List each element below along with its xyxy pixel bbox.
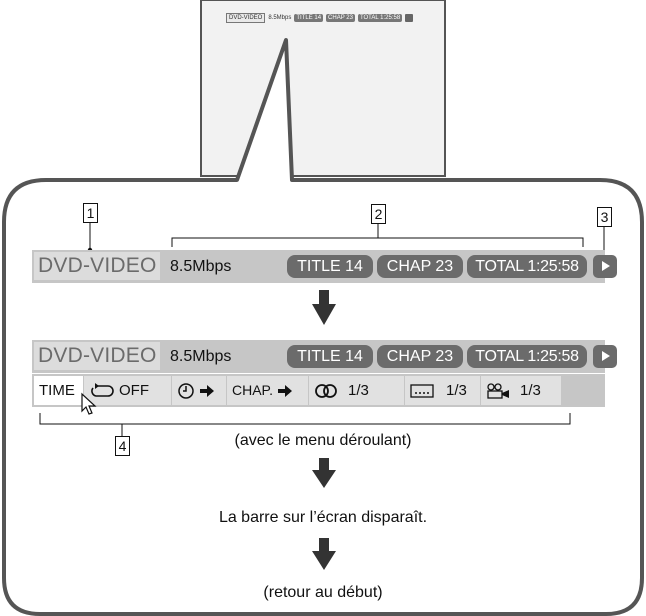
callout-3: 3 [597, 207, 612, 227]
play-icon [593, 255, 617, 278]
play-icon [593, 345, 617, 368]
clock-icon [178, 382, 194, 399]
bracket-4 [39, 413, 571, 425]
caption-bar-disappears: La barre sur l’écran disparaît. [218, 509, 428, 526]
mini-chap: CHAP 23 [326, 13, 355, 22]
caption-with-menu: (avec le menu déroulant) [234, 432, 412, 449]
callout-4: 4 [115, 436, 130, 456]
callout-frame [2, 38, 644, 616]
down-arrow-icon [312, 290, 336, 325]
chapter-badge: CHAP 23 [377, 255, 463, 278]
angle-value: 1/3 [520, 382, 541, 399]
title-badge: TITLE 14 [287, 255, 373, 278]
tv-screen [200, 0, 446, 177]
mini-dvd: DVD-VIDEO [226, 12, 266, 23]
total-time-badge: TOTAL 1:25:58 [467, 345, 587, 368]
chapter-badge: CHAP 23 [377, 345, 463, 368]
chapter-search-label: CHAP. [232, 382, 273, 398]
subtitle-value: 1/3 [446, 382, 467, 399]
disc-type-label: DVD-VIDEO [34, 252, 161, 280]
pointer-cursor-icon [81, 392, 97, 415]
repeat-menu-item[interactable]: OFF [84, 376, 171, 405]
mini-title: TITLE 14 [294, 13, 324, 22]
title-badge: TITLE 14 [287, 345, 373, 368]
disc-type-label: DVD-VIDEO [34, 342, 161, 370]
mini-status-bar: DVD-VIDEO 8.5Mbps TITLE 14 CHAP 23 TOTAL… [226, 12, 414, 23]
down-arrows [312, 290, 336, 570]
caption-back-to-start: (retour au début) [263, 584, 383, 601]
mini-rate: 8.5Mbps [268, 14, 292, 21]
audio-value: 1/3 [348, 382, 369, 399]
arrow-right-icon [200, 384, 214, 397]
arrow-right-icon [277, 384, 292, 397]
time-search-menu-item[interactable] [172, 376, 226, 405]
mini-play-icon [405, 13, 414, 22]
angle-menu-item[interactable]: 1/3 [481, 376, 561, 405]
subtitle-menu-item[interactable]: 1/3 [405, 376, 480, 405]
audio-menu-item[interactable]: 1/3 [309, 376, 404, 405]
bitrate-label: 8.5Mbps [170, 258, 232, 275]
down-arrow-icon [312, 458, 336, 488]
pulldown-menu-bar: TIME OFF CHAP. 1/3 1/3 [32, 374, 605, 407]
status-bar-top: DVD-VIDEO 8.5Mbps TITLE 14 CHAP 23 TOTAL… [32, 250, 617, 283]
subtitle-icon [410, 383, 434, 398]
repeat-value: OFF [119, 382, 149, 399]
callout-1: 1 [83, 203, 98, 223]
time-menu-item[interactable]: TIME [34, 376, 83, 405]
bitrate-label: 8.5Mbps [170, 348, 232, 365]
callout-2: 2 [371, 204, 386, 224]
camera-angle-icon [487, 382, 509, 399]
status-bar-with-menu: DVD-VIDEO 8.5Mbps TITLE 14 CHAP 23 TOTAL… [32, 340, 617, 373]
total-time-badge: TOTAL 1:25:58 [467, 255, 587, 278]
down-arrow-icon [312, 538, 336, 570]
time-label: TIME [39, 382, 75, 399]
repeat-icon [91, 382, 114, 397]
mini-total: TOTAL 1:25:58 [357, 13, 403, 22]
audio-icon [315, 383, 337, 398]
chapter-search-menu-item[interactable]: CHAP. [227, 376, 308, 405]
